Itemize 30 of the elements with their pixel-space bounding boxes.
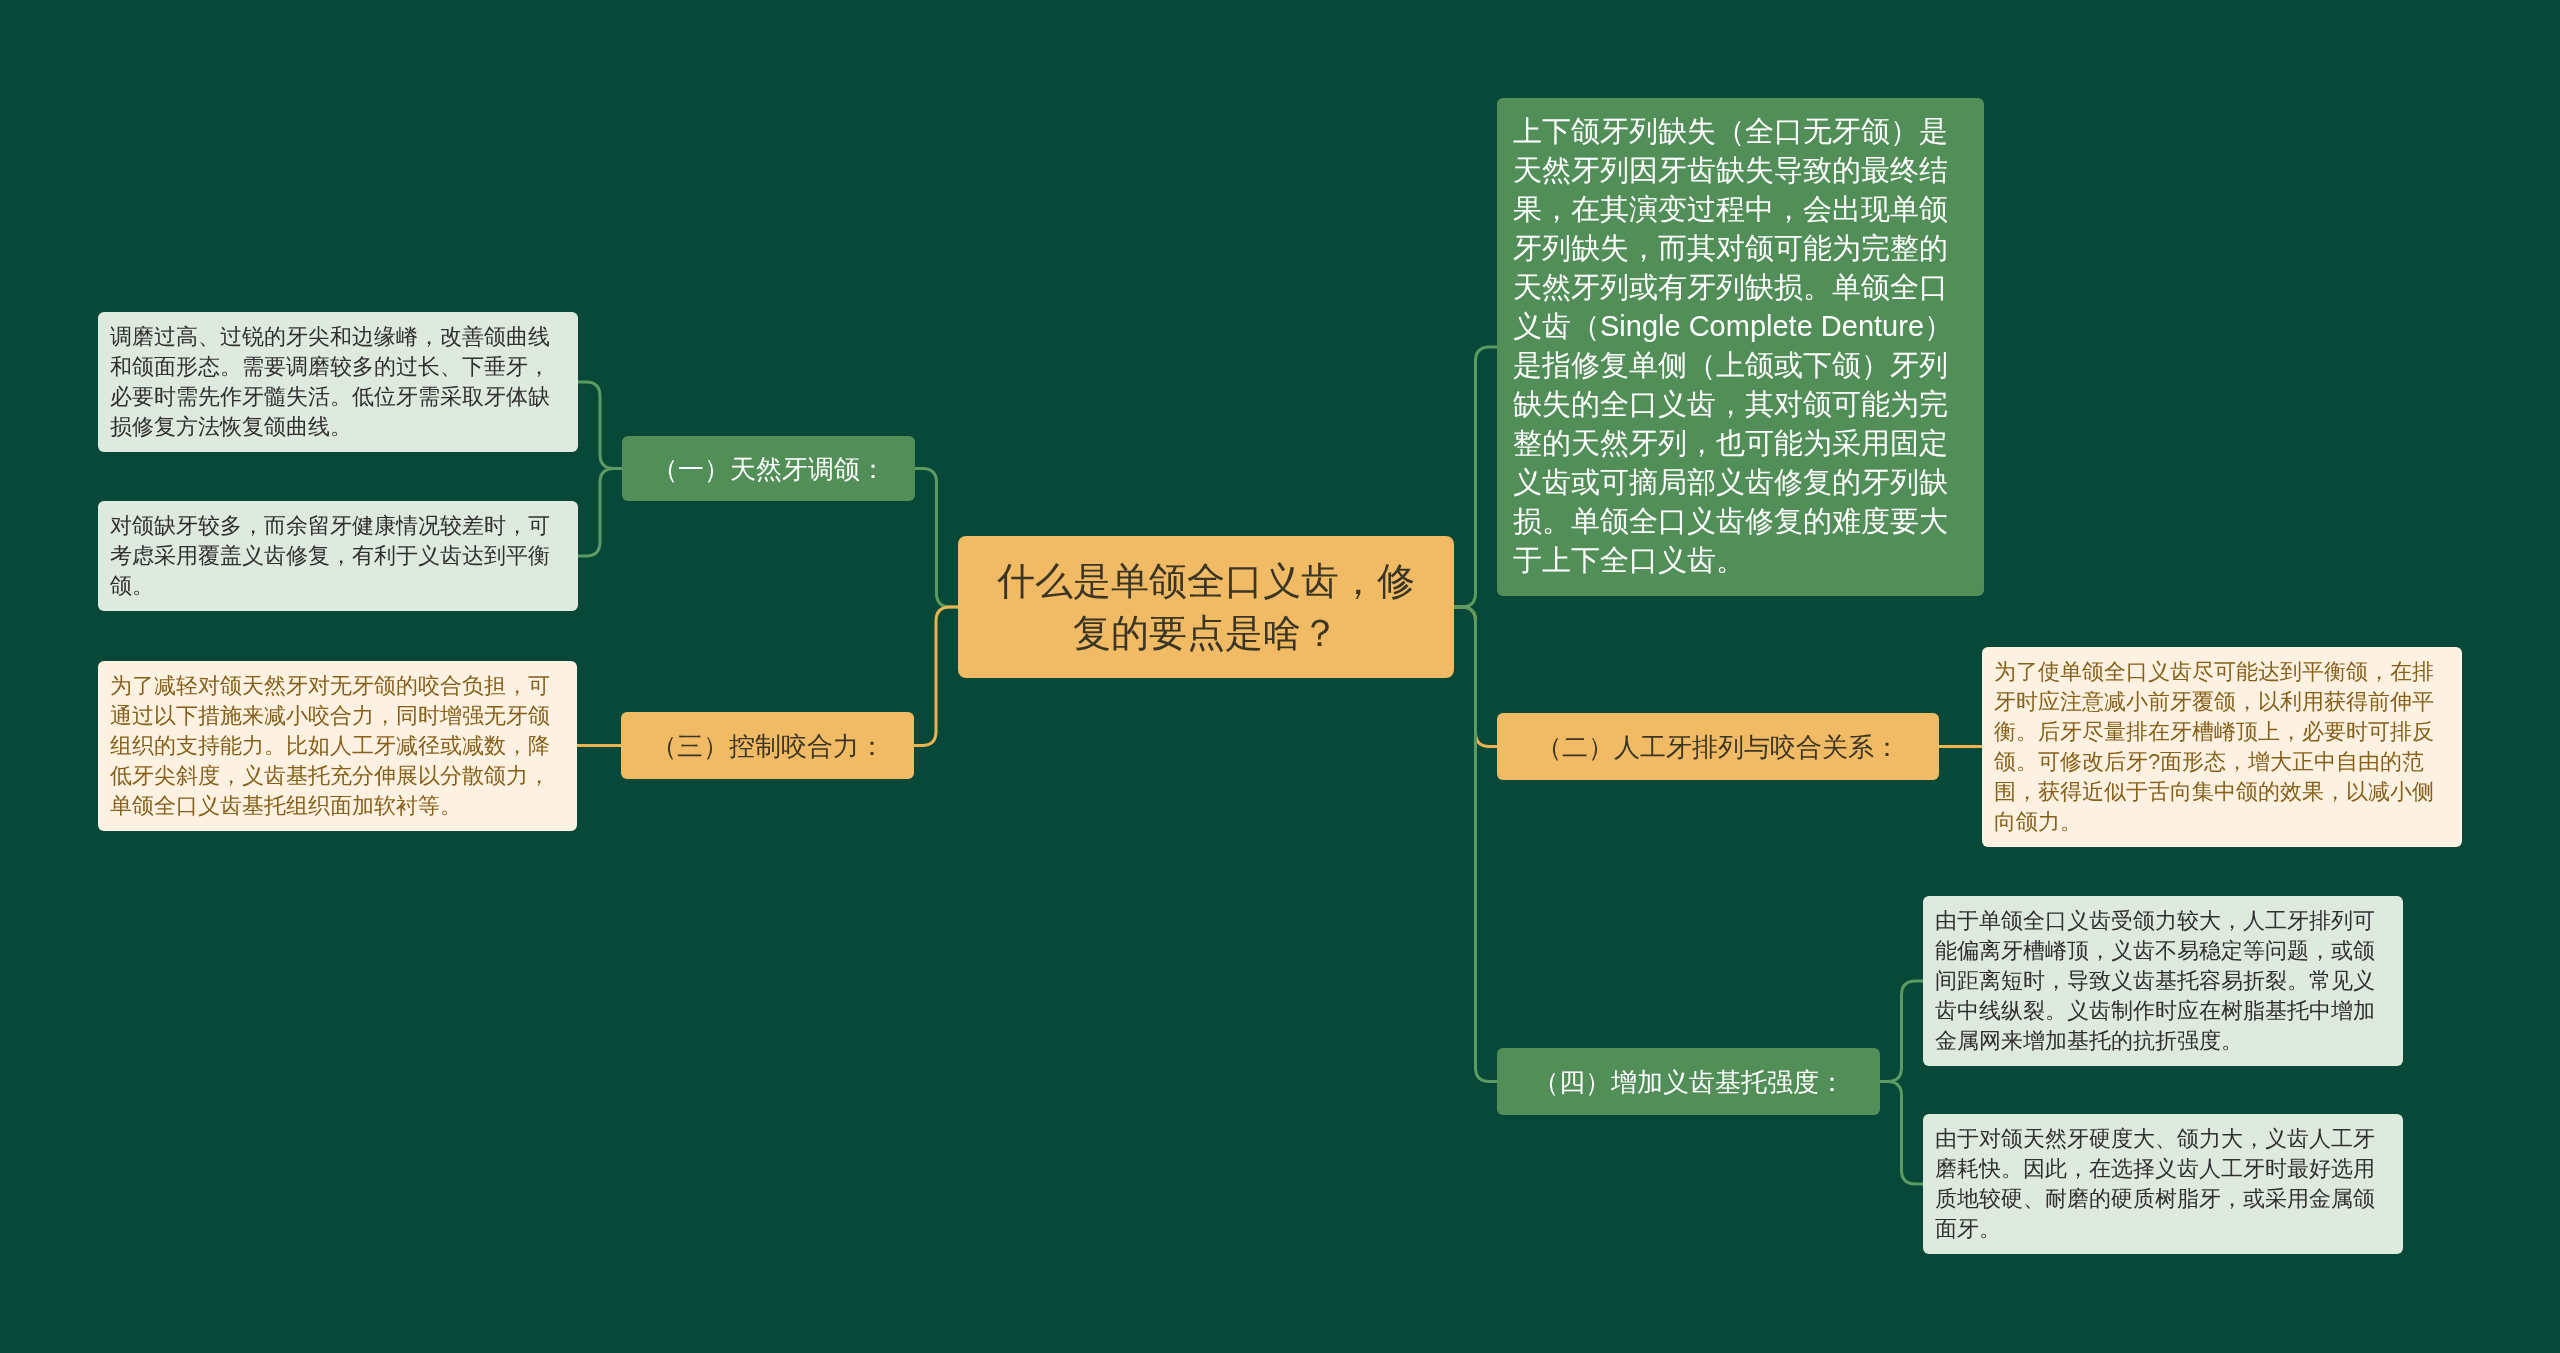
branch-topic-card [621,712,914,779]
note-text: 为了使单颌全口义齿尽可能达到平衡颌，在排牙时应注意减小前牙覆颌，以利用获得前伸平衡。后牙尽量排在牙槽嵴顶上，必要时可排反颌。可修改后牙?面形态，增大正中自由的范围，获得近似于舌向集中颌的效果，以减小侧向颌力。 [1994,658,2435,836]
note-text: 为了减轻对颌天然牙对无牙颌的咬合负担，可通过以下措施来减小咬合力，同时增强无牙颌组织的支持能力。比如人工牙减径或减数，降低牙尖斜度，义齿基托充分伸展以分散颌力，单颌全口义齿基托组织面加软衬等。 [110,672,551,820]
note-card [98,312,578,452]
note-card [98,661,577,831]
branch-title: （三）控制咬合力： [650,729,885,763]
connector-line [1939,745,1982,748]
connector-line [1454,605,1497,1083]
note-text: 由于对颌天然牙硬度大、颌力大，义齿人工牙磨耗快。因此，在选择义齿人工牙时最好选用质地较硬、耐磨的硬质树脂牙，或采用金属颌面牙。 [1935,1125,2376,1243]
connector-line [578,467,622,558]
branch-topic-card [622,436,915,501]
branch-topic-card [1497,1048,1880,1115]
branch-topic-card [1497,713,1939,780]
note-card [1923,896,2403,1066]
central-topic-card [958,536,1454,678]
note-card [1923,1114,2403,1254]
description-text: 上下颌牙列缺失（全口无牙颌）是天然牙列因牙齿缺失导致的最终结果，在其演变过程中，会出现单颌牙列缺失，而其对颌可能为完整的天然牙列或有牙列缺损。单颌全口义齿（Single Complete Denture）是指修复单侧（上颌或下颌）牙列缺失的全口义齿，其对颌可能为完整的天然牙列，也可能为采用固定义齿或可摘局部义齿修复的牙列缺损。单颌全口义齿修复的难度要大于上下全口义齿。 [1513,114,1954,578]
connector-line [1880,1080,1923,1186]
central-topic-title: 什么是单颌全口义齿，修复的要点是啥？ [996,559,1416,656]
note-text: 由于单颌全口义齿受颌力较大，人工牙排列可能偏离牙槽嵴顶，义齿不易稳定等问题，或颌间距离短时，导致义齿基托容易折裂。常见义齿中线纵裂。义齿制作时应在树脂基托中增加金属网来增加基托的抗折强度。 [1935,907,2376,1055]
branch-title: （二）人工牙排列与咬合关系： [1536,730,1900,764]
note-card [1982,647,2462,847]
branch-title: （一）天然牙调颌： [651,452,886,486]
note-text: 对颌缺牙较多，而余留牙健康情况较差时，可考虑采用覆盖义齿修复，有利于义齿达到平衡颌。 [110,512,551,600]
connector-line [914,605,958,747]
connector-line [577,744,621,747]
branch-title: （四）增加义齿基托强度： [1532,1065,1845,1099]
description-card [1497,98,1984,596]
note-card [98,501,578,611]
note-text: 调磨过高、过锐的牙尖和边缘嵴，改善颌曲线和颌面形态。需要调磨较多的过长、下垂牙，必要时需先作牙髓失活。低位牙需采取牙体缺损修复方法恢复颌曲线。 [110,323,551,441]
